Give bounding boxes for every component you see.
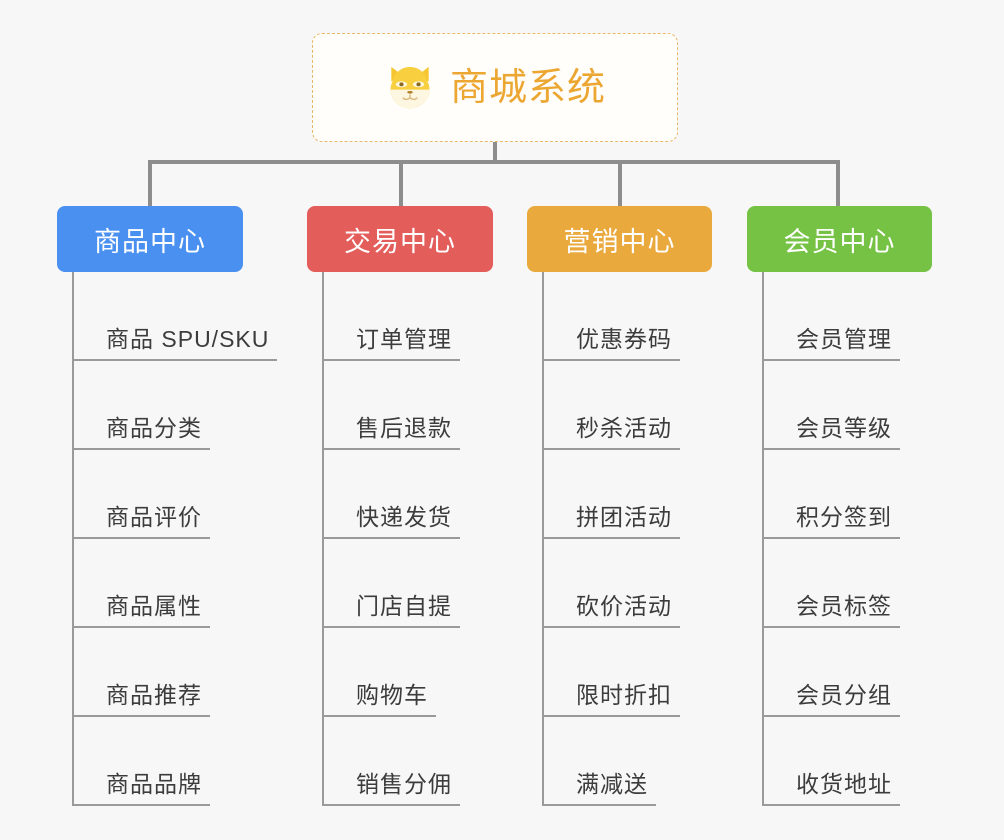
connector-drop-3 [618,160,622,206]
leaf-label: 秒杀活动 [544,415,680,450]
list-item[interactable]: 积分签到 [764,450,969,539]
leaf-label: 商品属性 [74,593,210,628]
list-item[interactable]: 拼团活动 [544,450,749,539]
root-node[interactable]: 商城系统 [312,33,678,142]
connector-drop-4 [836,160,840,206]
list-item[interactable]: 商品属性 [74,539,279,628]
leaf-label: 商品推荐 [74,682,210,717]
category-header-label: 会员中心 [783,226,896,257]
leaf-label: 售后退款 [324,415,460,450]
root-title: 商城系统 [449,66,606,109]
leaf-label: 商品 SPU/SKU [74,326,278,361]
category-header-marketing[interactable]: 营销中心 [527,206,712,272]
leaf-label: 限时折扣 [544,682,680,717]
leaf-list-product: 商品 SPU/SKU 商品分类 商品评价 商品属性 商品推荐 商品品牌 [72,272,279,806]
list-item[interactable]: 限时折扣 [544,628,749,717]
category-column-member: 会员中心 会员管理 会员等级 积分签到 会员标签 会员分组 收货地址 [747,206,967,806]
leaf-label: 商品分类 [74,415,210,450]
category-header-label: 商品中心 [94,226,206,257]
leaf-label: 砍价活动 [544,593,680,628]
list-item[interactable]: 会员标签 [764,539,969,628]
list-item[interactable]: 商品推荐 [74,628,279,717]
list-item[interactable]: 收货地址 [764,717,969,806]
leaf-label: 拼团活动 [544,504,680,539]
category-header-label: 交易中心 [344,226,456,257]
category-column-trade: 交易中心 订单管理 售后退款 快递发货 门店自提 购物车 销售分佣 [307,206,527,806]
connector-root-stem [493,142,497,162]
leaf-label: 收货地址 [764,771,900,806]
list-item[interactable]: 商品评价 [74,450,279,539]
leaf-list-marketing: 优惠券码 秒杀活动 拼团活动 砍价活动 限时折扣 满减送 [542,272,749,806]
list-item[interactable]: 商品品牌 [74,717,279,806]
leaf-label: 快递发货 [324,504,460,539]
leaf-label: 积分签到 [764,504,900,539]
connector-drop-2 [399,160,403,206]
connector-horizontal-bus [148,160,840,164]
leaf-label: 满减送 [544,771,656,806]
list-item[interactable]: 快递发货 [324,450,529,539]
list-item[interactable]: 商品 SPU/SKU [74,272,279,361]
list-item[interactable]: 优惠券码 [544,272,749,361]
list-item[interactable]: 门店自提 [324,539,529,628]
leaf-label: 会员等级 [764,415,900,450]
category-header-product[interactable]: 商品中心 [57,206,243,272]
leaf-label: 购物车 [324,682,436,717]
leaf-label: 商品品牌 [74,771,210,806]
list-item[interactable]: 会员管理 [764,272,969,361]
leaf-label: 会员标签 [764,593,900,628]
leaf-list-member: 会员管理 会员等级 积分签到 会员标签 会员分组 收货地址 [762,272,969,806]
connector-drop-1 [148,160,152,206]
leaf-label: 优惠券码 [544,326,680,361]
shiba-dog-icon [390,66,430,108]
leaf-label: 订单管理 [324,326,460,361]
leaf-list-trade: 订单管理 售后退款 快递发货 门店自提 购物车 销售分佣 [322,272,529,806]
leaf-label: 销售分佣 [324,771,460,806]
list-item[interactable]: 销售分佣 [324,717,529,806]
leaf-label: 会员管理 [764,326,900,361]
list-item[interactable]: 商品分类 [74,361,279,450]
list-item[interactable]: 满减送 [544,717,749,806]
leaf-label: 会员分组 [764,682,900,717]
category-header-label: 营销中心 [563,226,676,257]
leaf-label: 门店自提 [324,593,460,628]
list-item[interactable]: 会员等级 [764,361,969,450]
list-item[interactable]: 购物车 [324,628,529,717]
leaf-label: 商品评价 [74,504,210,539]
category-header-member[interactable]: 会员中心 [747,206,932,272]
list-item[interactable]: 秒杀活动 [544,361,749,450]
list-item[interactable]: 砍价活动 [544,539,749,628]
list-item[interactable]: 会员分组 [764,628,969,717]
list-item[interactable]: 售后退款 [324,361,529,450]
category-column-marketing: 营销中心 优惠券码 秒杀活动 拼团活动 砍价活动 限时折扣 满减送 [527,206,747,806]
category-column-product: 商品中心 商品 SPU/SKU 商品分类 商品评价 商品属性 商品推荐 商品品牌 [57,206,279,806]
category-header-trade[interactable]: 交易中心 [307,206,493,272]
list-item[interactable]: 订单管理 [324,272,529,361]
